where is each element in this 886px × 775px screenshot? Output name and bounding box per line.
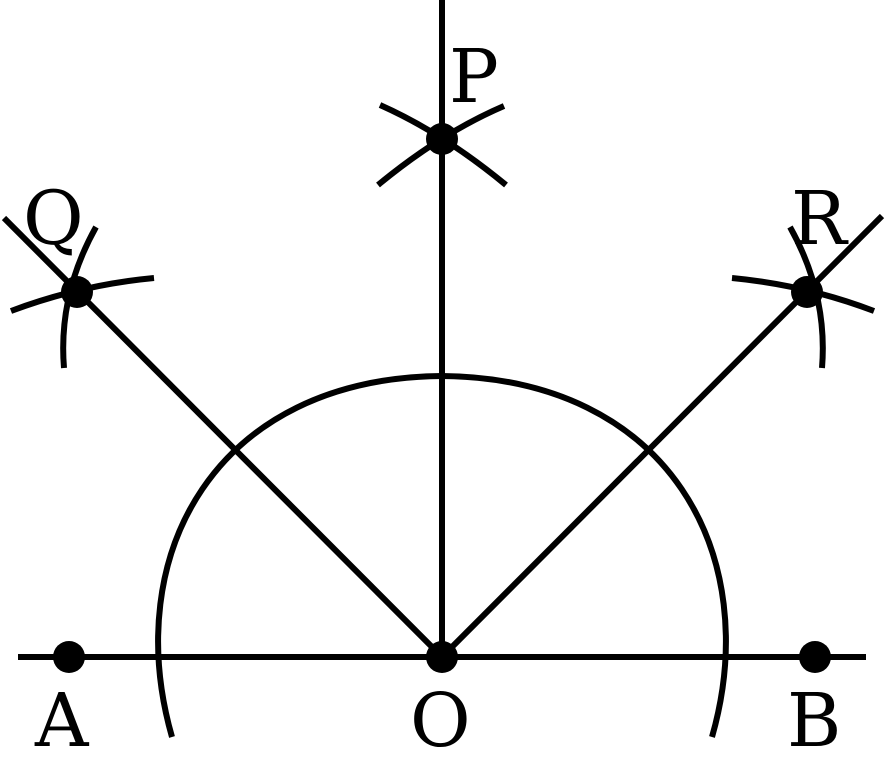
label-p: P xyxy=(449,34,499,120)
semicircle-arc xyxy=(155,372,729,738)
label-q: Q xyxy=(23,176,84,262)
label-a: A xyxy=(34,678,90,764)
label-r: R xyxy=(791,176,849,262)
point-q xyxy=(61,276,93,308)
point-a xyxy=(53,641,85,673)
point-r xyxy=(791,276,823,308)
point-p xyxy=(426,123,458,155)
label-b: B xyxy=(787,678,841,764)
label-o: O xyxy=(410,678,471,764)
point-o xyxy=(426,641,458,673)
point-b xyxy=(799,641,831,673)
